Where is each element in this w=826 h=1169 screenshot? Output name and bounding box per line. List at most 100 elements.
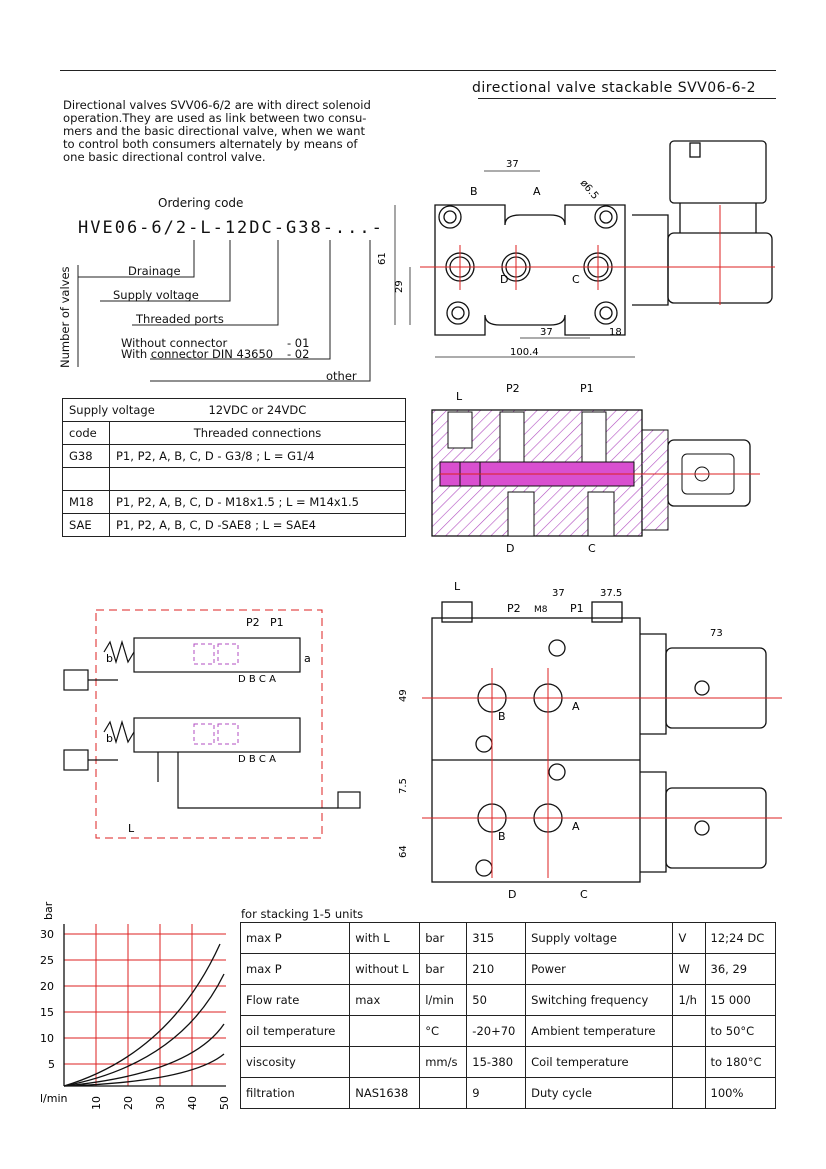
stack-A2-label: A	[572, 820, 580, 833]
table-cell: 315	[466, 922, 527, 954]
table-cell	[672, 1046, 706, 1078]
stack-P2-label: P2	[507, 602, 521, 615]
table-cell: V	[672, 922, 706, 954]
stack-dim-49: 49	[398, 689, 409, 702]
dim-61: 61	[377, 252, 388, 265]
port-D-label: D	[500, 273, 508, 286]
table-cell: M18	[62, 490, 110, 514]
stack-view-drawing: L 37 37.5 P2 M8 P1 73 49 7.5 64 B A B A …	[398, 580, 782, 901]
header-rule	[60, 70, 776, 71]
intro-line: one basic directional control valve.	[63, 150, 266, 164]
stack-dim-64: 64	[398, 845, 409, 858]
stack-B1-label: B	[498, 710, 506, 723]
intro-line: to control both consumers alternately by…	[63, 137, 358, 151]
table-cell: Duty cycle	[525, 1077, 674, 1109]
graph-ylabel: bar	[42, 901, 55, 920]
table-cell: Switching frequency	[525, 984, 674, 1016]
graph-xtick: 20	[122, 1096, 135, 1110]
table-cell: Supply voltage	[525, 922, 674, 954]
graph-ytick: 10	[40, 1032, 54, 1045]
graph-ytick: 25	[40, 954, 54, 967]
stack-C-label: C	[580, 888, 588, 901]
table-cell: l/min	[419, 984, 468, 1016]
stack-M8-label: M8	[534, 605, 548, 615]
section-C-label: C	[588, 542, 596, 555]
threads-header: Threaded connections	[109, 421, 406, 445]
graph-ytick: 30	[40, 928, 54, 941]
table-cell: with L	[349, 922, 421, 954]
drainage-label: Drainage	[128, 264, 181, 278]
table-cell: Power	[525, 953, 674, 985]
intro-line: mers and the basic directional valve, wh…	[63, 124, 366, 138]
table-cell: P1, P2, A, B, C, D - M18x1.5 ; L = M14x1…	[109, 490, 406, 514]
ordering-leader-lines	[77, 240, 371, 382]
port-B-label: B	[470, 185, 478, 198]
table-cell	[349, 1015, 421, 1047]
schematic-P1: P1	[270, 616, 284, 629]
table-cell: max	[349, 984, 421, 1016]
hydraulic-schematic: P2 P1 a b D B C A b D B C A L	[63, 609, 361, 839]
table-cell: Flow rate	[239, 984, 351, 1016]
table-cell: Supply voltage	[69, 403, 155, 417]
stack-dim-37: 37	[552, 588, 565, 599]
table-cell	[349, 1046, 421, 1078]
dim-18: 18	[609, 327, 622, 338]
graph-xtick: 30	[154, 1096, 167, 1110]
table-cell: without L	[349, 953, 421, 985]
table-cell: 50	[466, 984, 527, 1016]
table-cell: Ambient temperature	[525, 1015, 674, 1047]
table-cell: 15 000	[704, 984, 777, 1016]
supply-voltage-cell: Supply voltage 12VDC or 24VDC	[62, 398, 406, 422]
dim-phi: ø6.5	[578, 178, 601, 202]
stack-dim-75: 7.5	[398, 778, 409, 794]
intro-text: Directional valves SVV06-6/2 are with di…	[63, 99, 393, 164]
table-cell: P1, P2, A, B, C, D -SAE8 ; L = SAE4	[109, 513, 406, 537]
schematic-P2: P2	[246, 616, 260, 629]
stack-D-label: D	[508, 888, 516, 901]
graph-ytick: 5	[48, 1058, 55, 1071]
stack-dim-375: 37.5	[600, 588, 622, 599]
table-cell: viscosity	[239, 1046, 351, 1078]
table-cell: to 50°C	[704, 1015, 777, 1047]
title-underline	[478, 98, 776, 99]
table-cell: bar	[419, 953, 468, 985]
table-cell: 12;24 DC	[704, 922, 777, 954]
table-cell: 12VDC or 24VDC	[208, 403, 307, 417]
table-cell: filtration	[239, 1077, 351, 1109]
table-cell	[672, 1077, 706, 1109]
without-connector-label: Without connector	[121, 336, 228, 350]
port-C-label: C	[572, 273, 580, 286]
number-of-valves-label: Number of valves	[58, 266, 72, 368]
table-cell: °C	[419, 1015, 468, 1047]
schematic-ports-1: D B C A	[238, 674, 276, 685]
table-cell: 9	[466, 1077, 527, 1109]
table-cell: 1/h	[672, 984, 706, 1016]
with-connector-label: With connector DIN 43650	[121, 347, 274, 361]
without-connector-code: - 01	[287, 336, 310, 350]
stack-A1-label: A	[572, 700, 580, 713]
schematic-L: L	[128, 822, 135, 835]
dim-100: 100.4	[510, 347, 539, 358]
section-P1-label: P1	[580, 382, 594, 395]
table-cell	[109, 467, 406, 491]
table-cell: SAE	[62, 513, 110, 537]
code-header: code	[62, 421, 110, 445]
section-L-label: L	[456, 390, 463, 403]
port-A-label: A	[533, 185, 541, 198]
graph-xtick: 10	[90, 1096, 103, 1110]
ordering-title: Ordering code	[158, 196, 244, 210]
graph-xtick: 40	[186, 1096, 199, 1110]
table-cell: G38	[62, 444, 110, 468]
stacking-note: for stacking 1-5 units	[241, 907, 364, 921]
table-cell: to 180°C	[704, 1046, 777, 1078]
section-view-drawing: L P2 P1 D C	[431, 382, 760, 555]
table-cell: max P	[239, 953, 351, 985]
schematic-b: b	[106, 652, 113, 665]
stack-P1-label: P1	[570, 602, 584, 615]
other-label: other	[326, 369, 357, 383]
